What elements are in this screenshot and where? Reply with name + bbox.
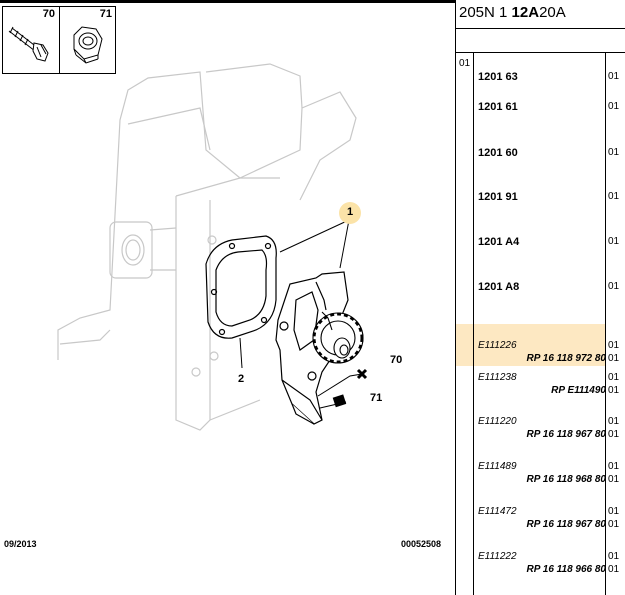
part-code[interactable]: 1201 91 (478, 191, 518, 203)
thumbnail-nut[interactable]: 71 (59, 7, 116, 73)
replacement-part[interactable]: RP E111490 (551, 385, 606, 396)
water-pump-diagram (57, 63, 368, 431)
panel-header-rule (455, 28, 625, 29)
ref-qty: 01 (608, 506, 620, 517)
bolt-icon (8, 26, 49, 62)
ref-code[interactable]: E111226 (478, 340, 517, 351)
part-qty: 01 (608, 191, 620, 202)
panel-border-left (455, 0, 456, 595)
model-name: 205N (459, 4, 495, 21)
group-qty: 01 (459, 58, 471, 69)
part-code[interactable]: 1201 61 (478, 101, 518, 113)
panel-column-divider (473, 52, 474, 595)
ref-code[interactable]: E111222 (478, 551, 517, 562)
part-qty: 01 (608, 236, 620, 247)
nut-marker (332, 394, 347, 408)
engine-block-outline (57, 63, 357, 431)
part-qty: 01 (608, 281, 620, 292)
thumbnail-number: 71 (99, 8, 112, 20)
pump-sprocket (312, 311, 364, 364)
part-code[interactable]: 1201 A4 (478, 236, 520, 248)
replacement-qty: 01 (608, 564, 620, 575)
callout-2[interactable]: 2 (238, 373, 245, 385)
engine-suffix: 20A (539, 4, 566, 21)
replacement-part[interactable]: RP 16 118 972 80 (526, 353, 606, 364)
replacement-part[interactable]: RP 16 118 968 80 (526, 474, 606, 485)
callout-badge (339, 202, 361, 224)
ref-qty: 01 (608, 461, 620, 472)
replacement-qty: 01 (608, 385, 620, 396)
top-rule (0, 0, 455, 3)
footer-ref: 00052508 (401, 539, 442, 549)
model-title: 205N 1 12A20A (459, 4, 566, 21)
ref-code[interactable]: E111472 (478, 506, 517, 517)
nut-icon (73, 26, 103, 64)
panel-subheader-rule (455, 52, 625, 53)
thumbnail-number: 70 (42, 8, 55, 20)
ref-code[interactable]: E111489 (478, 461, 517, 472)
ref-qty: 01 (608, 551, 620, 562)
part-code[interactable]: 1201 A8 (478, 281, 520, 293)
ref-qty: 01 (608, 340, 620, 351)
ref-qty: 01 (608, 416, 620, 427)
thumbnail-legend: 70 71 (2, 6, 116, 74)
model-variant: 1 (499, 4, 508, 21)
gasket-part (205, 235, 277, 339)
panel-qty-divider (605, 52, 606, 595)
selected-row-highlight (456, 324, 606, 366)
part-qty: 01 (608, 101, 620, 112)
ref-code[interactable]: E111238 (478, 372, 517, 383)
bolt-marker (356, 368, 368, 380)
ref-code[interactable]: E111220 (478, 416, 517, 427)
part-code[interactable]: 1201 63 (478, 71, 518, 83)
replacement-qty: 01 (608, 519, 620, 530)
replacement-qty: 01 (608, 353, 620, 364)
replacement-qty: 01 (608, 429, 620, 440)
footer-date: 09/2013 (4, 539, 37, 549)
thumbnail-bolt[interactable]: 70 (3, 7, 59, 73)
callout-71[interactable]: 71 (370, 392, 383, 404)
replacement-part[interactable]: RP 16 118 967 80 (526, 429, 606, 440)
ref-qty: 01 (608, 372, 620, 383)
water-pump-part (275, 271, 349, 425)
replacement-part[interactable]: RP 16 118 966 80 (526, 564, 606, 575)
callout-70[interactable]: 70 (390, 354, 403, 366)
callout-1[interactable]: 1 (347, 206, 354, 218)
part-qty: 01 (608, 71, 620, 82)
part-code[interactable]: 1201 60 (478, 147, 518, 159)
replacement-part[interactable]: RP 16 118 967 80 (526, 519, 606, 530)
engine-code: 12A (511, 4, 540, 21)
part-qty: 01 (608, 147, 620, 158)
replacement-qty: 01 (608, 474, 620, 485)
